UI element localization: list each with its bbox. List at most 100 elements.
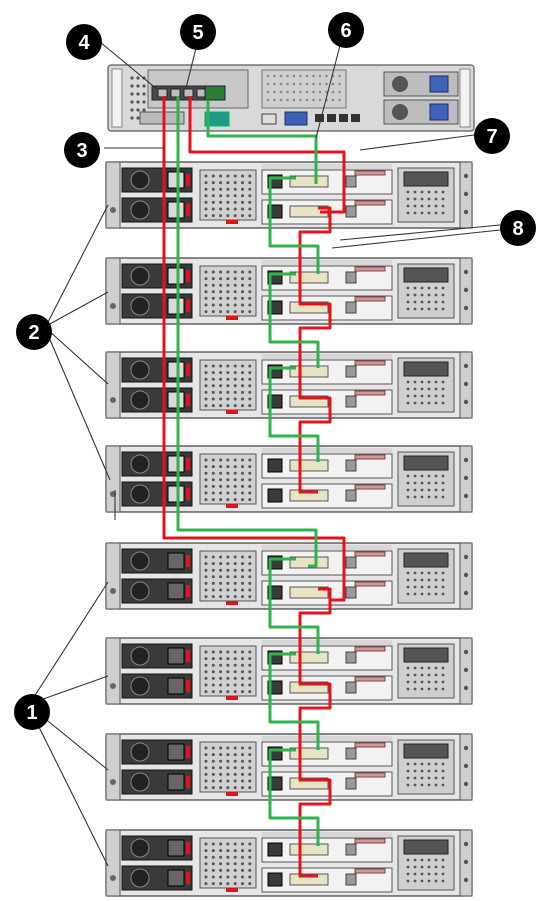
server-chassis [107, 64, 475, 132]
io-latch [354, 484, 386, 490]
sas-port-icon [289, 395, 329, 408]
callout-circle [474, 118, 510, 154]
callout-8: 8 [500, 210, 536, 246]
callout-label: 2 [28, 322, 39, 344]
callout-label: 7 [486, 126, 497, 148]
io-port-small [345, 651, 357, 664]
psu-latch [186, 555, 190, 567]
io-port-small [345, 489, 357, 502]
io-latch [354, 676, 386, 682]
cable-green-top [206, 100, 318, 184]
callout-label: 3 [76, 140, 87, 162]
cable-green-chain [268, 176, 320, 274]
io-port-small [345, 873, 357, 886]
leader-8a [339, 224, 501, 241]
io-port-small [345, 205, 357, 218]
io-latch [354, 772, 386, 778]
psu-latch [186, 585, 190, 597]
io-port-dark [267, 842, 283, 857]
leader-1a [31, 581, 109, 701]
fan-module [199, 837, 257, 889]
right-bay-top [403, 647, 449, 663]
psu-latch [186, 746, 190, 758]
psu-fan [130, 484, 150, 504]
psu-connector [167, 171, 185, 189]
disk-enclosure-icon [105, 445, 473, 513]
io-latch [354, 170, 386, 176]
psu-fan [130, 454, 150, 474]
psu-latch [186, 488, 190, 500]
callout-label: 8 [512, 218, 523, 240]
server-ear-left [111, 68, 123, 128]
io-latch [354, 646, 386, 652]
leader-8b [331, 229, 501, 249]
psu-latch [186, 842, 190, 854]
psu-fan [130, 581, 150, 601]
callout-label: 1 [26, 702, 37, 724]
callout-circle [66, 24, 102, 60]
enclosure-ear-left [105, 257, 121, 325]
server-teal-port [204, 111, 230, 127]
cable-red-chain [298, 778, 332, 878]
io-port-small [345, 175, 357, 188]
sas-port-icon [289, 556, 329, 569]
right-bay-top [403, 839, 449, 855]
psu-connector [167, 455, 185, 473]
psu-connector [167, 839, 185, 857]
cable-green-chain [268, 652, 320, 750]
leader-6 [315, 29, 345, 139]
io-latch [354, 200, 386, 206]
callout-circle [180, 14, 216, 50]
psu-latch [186, 650, 190, 662]
leader-4 [99, 41, 159, 91]
enclosure-ear-left [105, 445, 121, 513]
disk-enclosure-icon [105, 829, 473, 897]
psu-latch [186, 776, 190, 788]
sas-port-icon [289, 586, 329, 599]
sas-port-icon [157, 88, 168, 98]
io-latch [354, 838, 386, 844]
disk-enclosure-icon [105, 637, 473, 705]
psu-connector [167, 743, 185, 761]
callout-circle [14, 694, 50, 730]
callout-circle [328, 12, 364, 48]
cable-green-main [176, 96, 318, 568]
psu-latch [186, 270, 190, 282]
io-latch [354, 551, 386, 557]
callout-circle [500, 210, 536, 246]
disk-enclosure-icon [105, 733, 473, 801]
sas-port-icon [289, 681, 329, 694]
disk-enclosure-icon [105, 257, 473, 325]
psu-fan [130, 390, 150, 410]
cable-red-main [162, 96, 346, 602]
sas-port-icon [170, 88, 181, 98]
psu-connector [167, 552, 185, 570]
io-port-small [345, 365, 357, 378]
psu-latch [186, 680, 190, 692]
disk-enclosure-icon [105, 542, 473, 610]
leader-2a [47, 204, 109, 323]
server-usb-port [327, 114, 336, 122]
callout-circle [16, 314, 52, 350]
cable-red-chain [298, 682, 332, 782]
psu-fan [130, 646, 150, 666]
disk-enclosure-icon [105, 351, 473, 419]
sas-port-icon [289, 873, 329, 886]
psu-fan [130, 772, 150, 792]
sas-port-icon [289, 365, 329, 378]
cable-green-chain [268, 748, 320, 846]
sas-port-icon [289, 301, 329, 314]
sas-port-icon [289, 459, 329, 472]
psu-fan [130, 296, 150, 316]
right-bay-top [403, 361, 449, 377]
cable-green-chain [268, 366, 320, 462]
psu-fan [130, 676, 150, 696]
right-bay-top [403, 171, 449, 187]
server-usb-ports [139, 111, 185, 125]
psu-connector [167, 297, 185, 315]
psu-connector [167, 485, 185, 503]
callout-5: 5 [180, 14, 216, 50]
cable-green-chain [268, 272, 320, 368]
